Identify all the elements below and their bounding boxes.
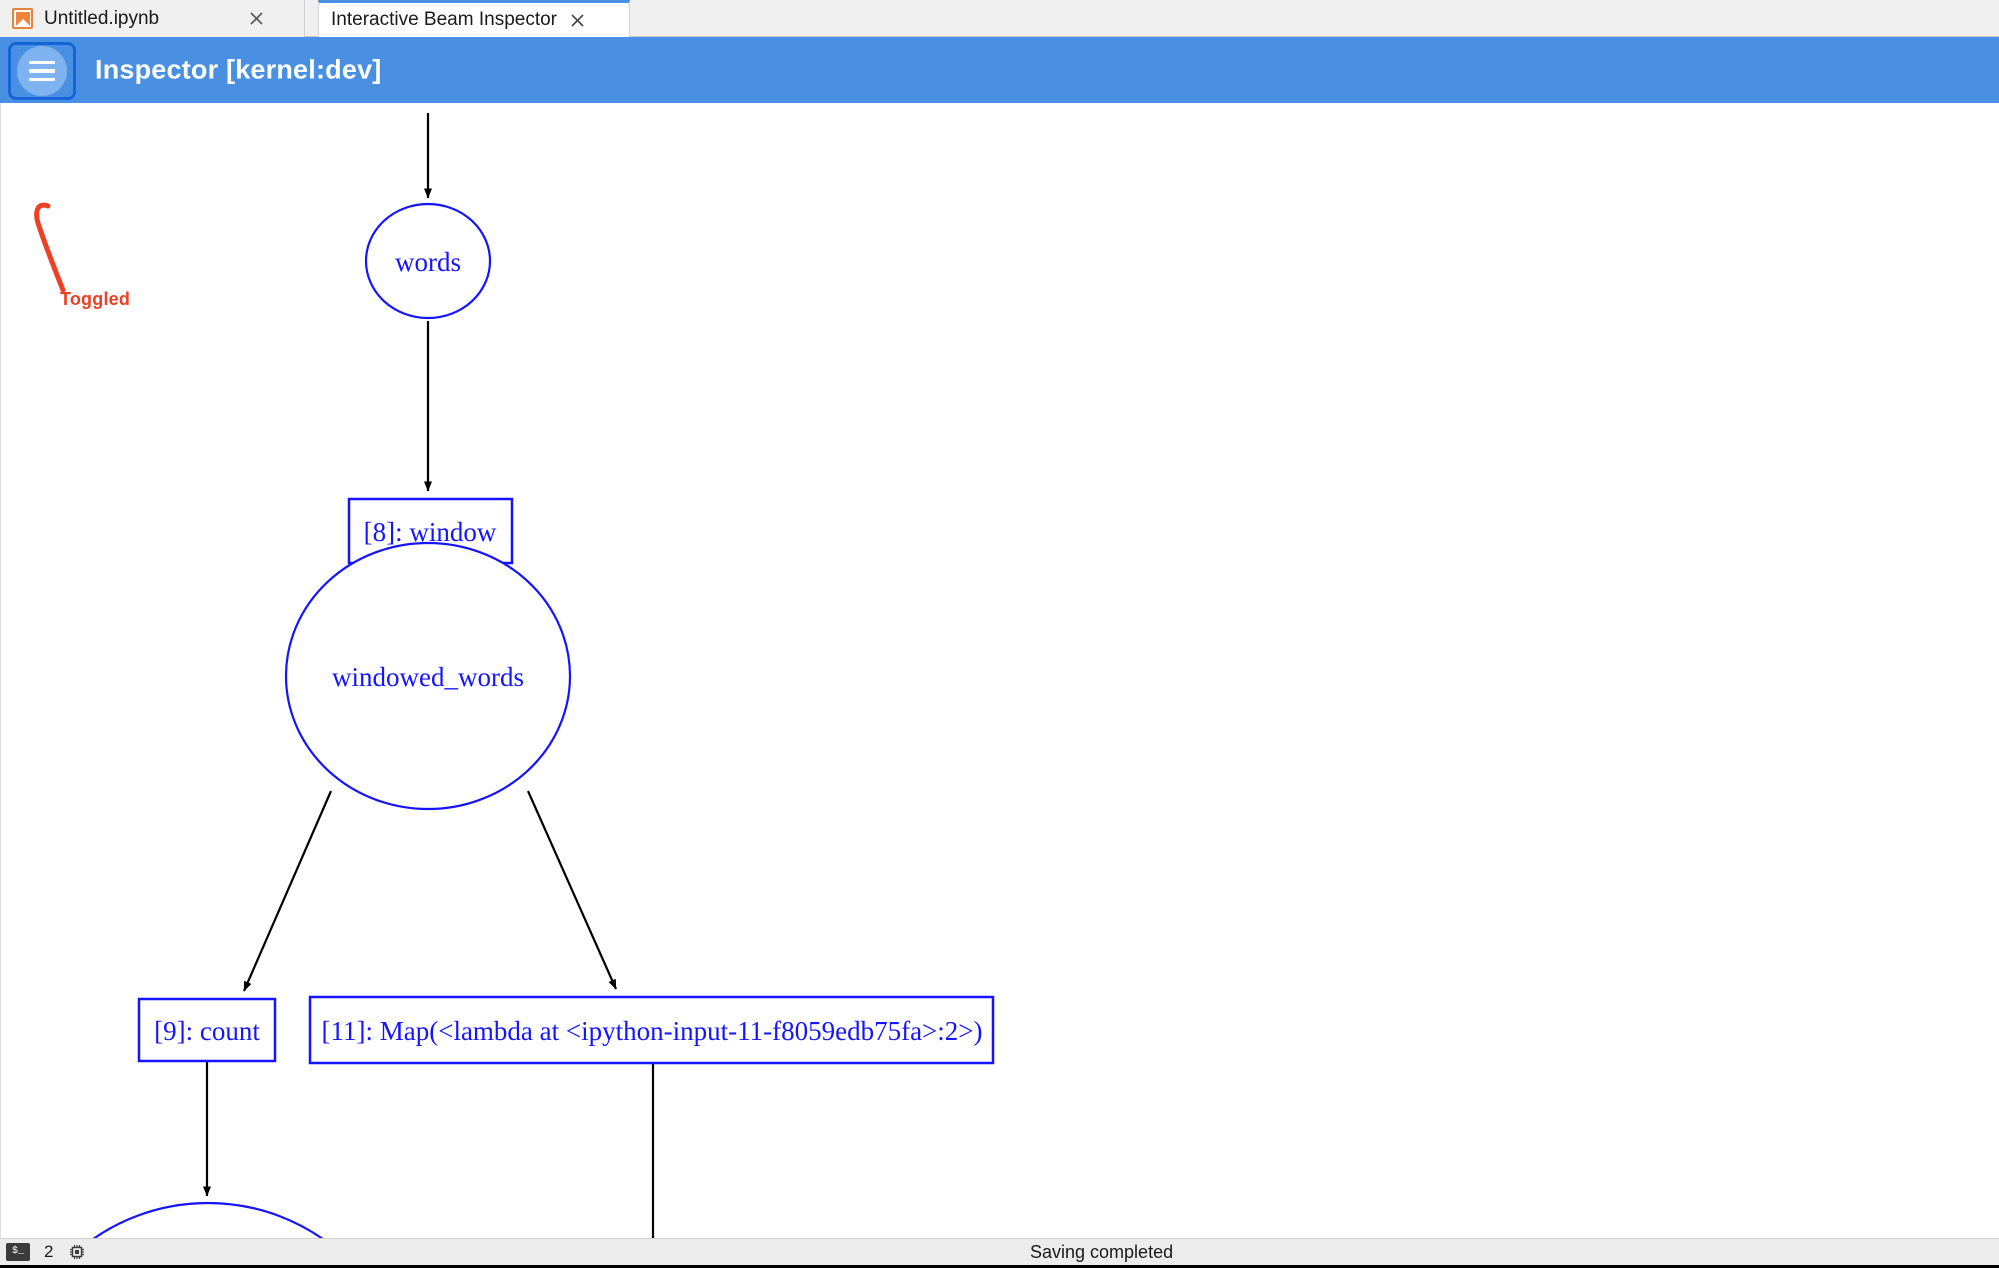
tab-label: Untitled.ipynb [44,7,160,29]
tab-bar: Untitled.ipynb Interactive Beam Inspecto… [0,0,1999,37]
menu-line [29,77,55,82]
graph-node-words[interactable]: words [364,202,492,320]
page-title: Inspector [kernel:dev] [95,54,382,85]
graph-node-label: [9]: count [154,1016,260,1046]
inspector-header: Inspector [kernel:dev] [0,37,1999,103]
pipeline-graph-svg: words [8]: window windowed_words [9]: co… [12,113,995,1238]
edge-windowed-words-to-count [242,790,333,992]
graph-node-windowed-words[interactable]: windowed_words [284,541,572,811]
hamburger-menu-circle [17,46,67,96]
close-icon[interactable] [246,9,266,29]
kernel-count: 2 [44,1242,54,1261]
tab-label: Interactive Beam Inspector [331,9,557,30]
tab-interactive-beam-inspector[interactable]: Interactive Beam Inspector [318,0,630,37]
kernel-chip-icon[interactable] [67,1243,86,1262]
status-message: Saving completed [1030,1241,1174,1262]
graph-edges [203,113,655,1238]
close-icon[interactable] [567,10,587,30]
graph-node-map[interactable]: [11]: Map(<lambda at <ipython-input-11-f… [308,995,995,1065]
menu-line [29,60,55,65]
pipeline-graph-canvas[interactable]: words [8]: window windowed_words [9]: co… [0,103,1999,1238]
graph-node-label: [11]: Map(<lambda at <ipython-input-11-f… [322,1016,983,1046]
status-bar: $_ 2 Saving completed [0,1238,1999,1268]
graph-node-label: windowed_words [332,662,524,692]
tab-untitled-ipynb[interactable]: Untitled.ipynb [0,0,305,37]
edge-windowed-words-to-map [526,790,618,990]
curved-arrow-icon [34,202,66,293]
annotation-arrow-svg [34,202,66,293]
graph-node-label: words [395,247,461,277]
notebook-icon [12,8,33,29]
status-bar-left: $_ 2 [6,1242,86,1262]
graph-node-windowed-word-counts[interactable]: windowed_word_counts [12,1201,404,1238]
annotation-label: Toggled [60,289,131,309]
terminal-icon[interactable]: $_ [6,1243,30,1261]
hamburger-menu-icon[interactable] [8,42,76,100]
menu-line [29,69,55,73]
graph-node-count[interactable]: [9]: count [137,997,277,1063]
